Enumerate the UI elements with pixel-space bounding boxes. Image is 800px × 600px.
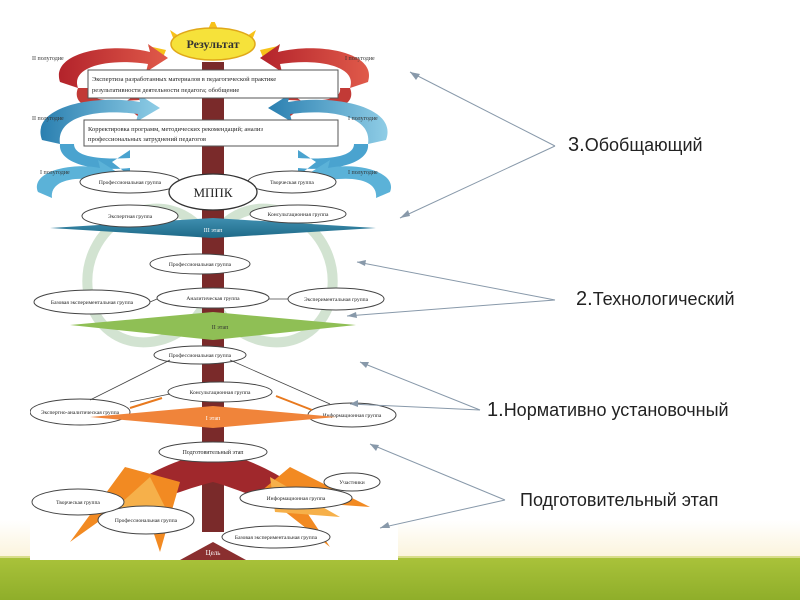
stage1-groups bbox=[29, 345, 397, 428]
stage-1-num: 1. bbox=[487, 399, 504, 421]
info-box-2-line1: Корректировка программ, методических рек… bbox=[88, 126, 263, 133]
stage-label-3: 3.Обобщающий bbox=[568, 134, 703, 157]
stage-label-1: 1.Нормативно установочный bbox=[487, 399, 729, 422]
blue-cycle-arrows bbox=[36, 94, 392, 198]
result-label: Результат bbox=[186, 37, 239, 51]
prep-groups bbox=[31, 441, 381, 549]
info-box-1: Экспертиза разработанных материалов в пе… bbox=[87, 69, 339, 99]
stage-prep-text: Подготовительный этап bbox=[520, 490, 719, 510]
stage2-group-4: Экспериментальная группа bbox=[304, 297, 369, 303]
info-box-2-line2: профессиональных затруднений педагогов bbox=[88, 136, 206, 143]
arrow-label-left-low: I полугодие bbox=[40, 170, 70, 176]
bottom-divider bbox=[0, 556, 800, 559]
prep-group-creative: Творческая группа bbox=[56, 500, 100, 506]
stage3-groups bbox=[79, 170, 347, 228]
prep-group-info: Информационная группа bbox=[267, 495, 326, 502]
diagram-panel: Результат II полугодие I полугодие II по… bbox=[29, 18, 398, 560]
band-label-1: I этап bbox=[206, 416, 221, 422]
bottom-band bbox=[0, 558, 800, 600]
stage3-group-2: Творческая группа bbox=[270, 180, 314, 186]
stage1-orange-arrows bbox=[129, 395, 313, 411]
stage-label-prep: Подготовительный этап bbox=[520, 490, 718, 511]
stage2-group-1: Профессиональная группа bbox=[169, 261, 232, 268]
info-box-2: Корректировка программ, методических рек… bbox=[83, 119, 339, 147]
stage2-group-3: Аналитическая группа bbox=[186, 296, 240, 302]
diagram-svg: Результат II полугодие I полугодие II по… bbox=[29, 18, 397, 560]
stage1-group-3: Экспертно-аналитическая группа bbox=[41, 410, 120, 416]
info-box-1-line2: результативности деятельности педагога; … bbox=[92, 87, 239, 94]
center-node bbox=[168, 173, 258, 211]
stage3-group-1: Профессиональная группа bbox=[99, 179, 162, 186]
arrow-label-left-top: II полугодие bbox=[32, 56, 64, 62]
stage1-group-2: Консультационная группа bbox=[190, 390, 251, 396]
goal-label: Цель bbox=[206, 549, 221, 557]
stage-2-text: Технологический bbox=[592, 289, 735, 309]
prep-group-prof: Профессиональная группа bbox=[115, 517, 178, 524]
band-stage2 bbox=[70, 312, 356, 340]
stage2-connectors bbox=[149, 298, 288, 303]
info-box-1-line1: Экспертиза разработанных материалов в пе… bbox=[92, 76, 276, 83]
stage2-group-2: Базовая экспериментальная группа bbox=[51, 300, 134, 306]
center-label: МППК bbox=[193, 185, 232, 200]
prep-group-base: Базовая экспериментальная группа bbox=[235, 535, 318, 541]
stage3-group-4: Консультационная группа bbox=[268, 212, 329, 218]
stage-1-text: Нормативно установочный bbox=[503, 400, 729, 420]
stage-2-num: 2. bbox=[576, 288, 593, 310]
prep-group-participants: Участники bbox=[339, 480, 365, 486]
stage3-group-3: Экспертная группа bbox=[108, 214, 153, 220]
arrow-label-right-mid: I полугодие bbox=[348, 116, 378, 122]
band-label-2: II этап bbox=[212, 325, 229, 331]
stage1-group-1: Профессиональная группа bbox=[169, 352, 232, 359]
stage-3-text: Обобщающий bbox=[584, 135, 703, 155]
band-stage1 bbox=[90, 406, 336, 428]
stage1-connectors bbox=[89, 359, 331, 405]
stage-3-num: 3. bbox=[568, 134, 585, 156]
stage1-group-4: Информационная группа bbox=[323, 412, 382, 419]
arrow-label-right-low: I полугодие bbox=[348, 170, 378, 176]
arrow-label-left-mid: II полугодие bbox=[32, 116, 64, 122]
arrow-label-right-top: I полугодие bbox=[345, 56, 375, 62]
band-label-3: III этап bbox=[204, 228, 223, 234]
stage-label-2: 2.Технологический bbox=[576, 288, 735, 311]
prep-stage-title: Подготовительный этап bbox=[182, 449, 244, 456]
